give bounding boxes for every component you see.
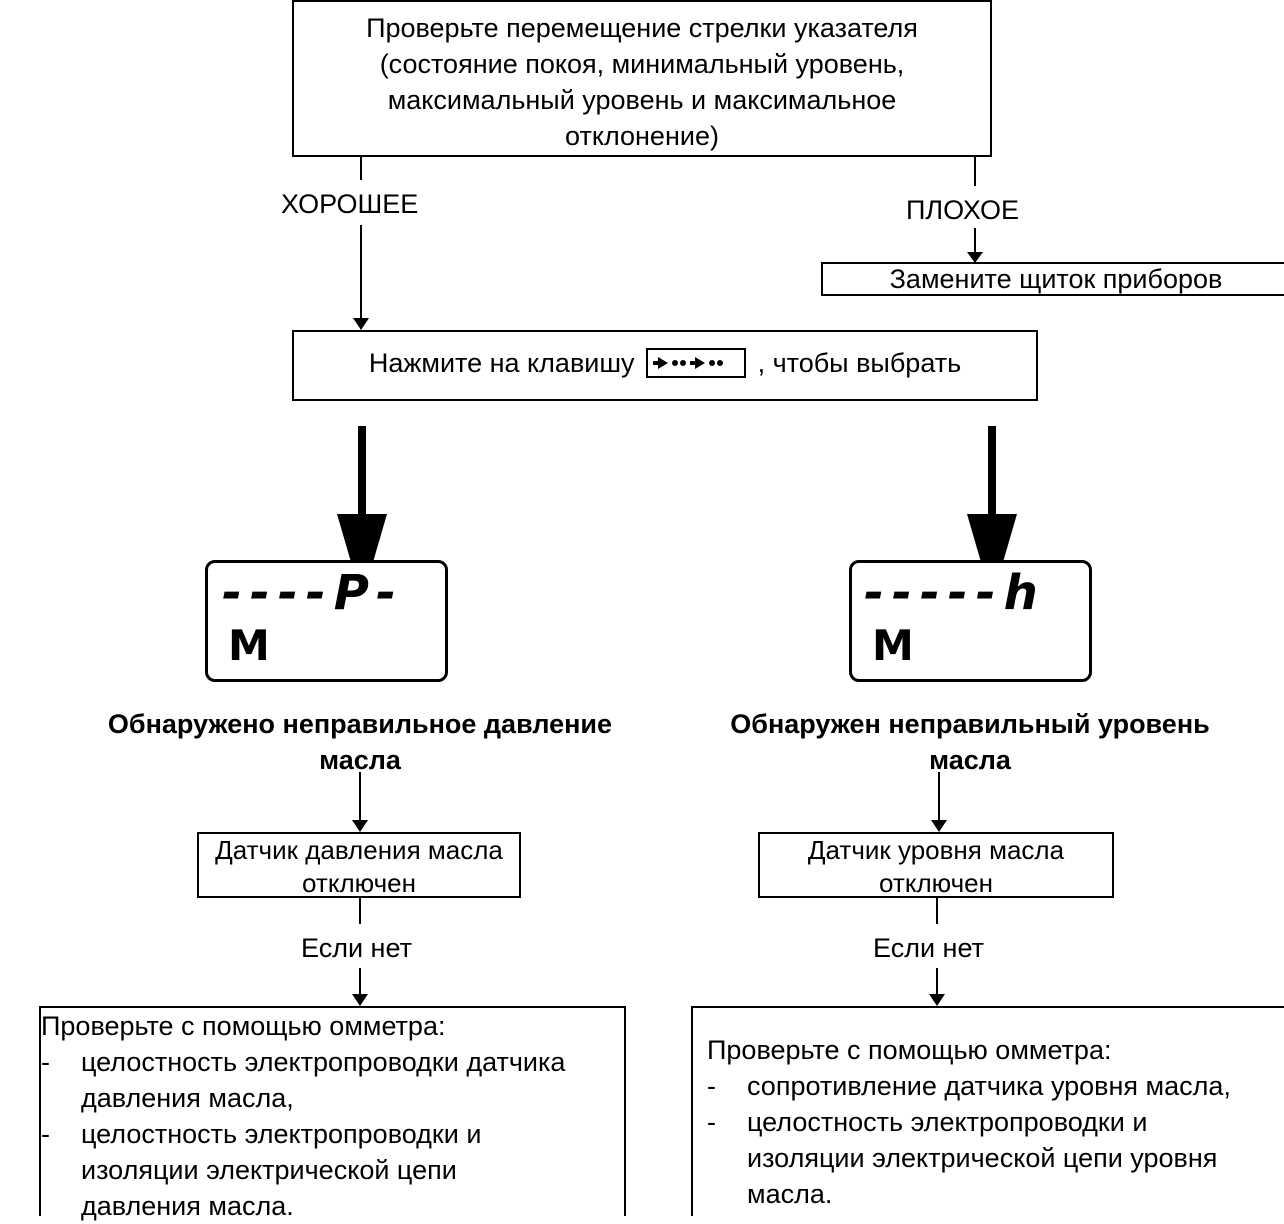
right-fault-heading: Обнаружен неправильный уровень масла xyxy=(670,706,1270,778)
left-check-item: - целостность электропроводки и изоляции… xyxy=(41,1116,624,1224)
right-check-title: Проверьте с помощью омметра: xyxy=(707,1035,1112,1065)
left-sensor-box: Датчик давления масла отключен xyxy=(197,832,521,898)
right-check-item-dash: - xyxy=(707,1071,716,1101)
left-if-not-label: Если нет xyxy=(301,933,412,963)
left-check-item-dash: - xyxy=(41,1119,50,1149)
replace-panel-text: Замените щиток приборов xyxy=(889,264,1223,294)
right-fault-heading-line-2: масла xyxy=(929,745,1011,775)
left-fault-heading-line-2: масла xyxy=(319,745,401,775)
right-check-box: Проверьте с помощью омметра: - сопротивл… xyxy=(691,1006,1284,1216)
left-sensor-line-1: Датчик давления масла xyxy=(215,835,503,865)
right-if-not-label: Если нет xyxy=(873,933,984,963)
left-check-item-dash: - xyxy=(41,1047,50,1077)
check-needle-line-2: (состояние покоя, минимальный уровень, xyxy=(379,49,905,79)
right-check-item-line: изоляции электрической цепи уровня xyxy=(747,1143,1218,1173)
arrow-dot-key-icon xyxy=(646,347,747,378)
right-lcd-top-text: -----h xyxy=(864,565,1046,621)
right-check-item-line: сопротивление датчика уровня масла, xyxy=(747,1071,1231,1101)
right-sensor-line-2: отключен xyxy=(879,868,993,898)
press-key-text-after: , чтобы выбрать xyxy=(757,348,962,378)
left-check-item-line: изоляции электрической цепи xyxy=(81,1155,457,1185)
left-check-item-line: давления масла, xyxy=(81,1083,294,1113)
right-check-item-line: масла. xyxy=(747,1179,833,1209)
left-check-item-line: целостность электропроводки и xyxy=(81,1119,482,1149)
left-check-item: - целостность электропроводки датчика да… xyxy=(41,1044,624,1116)
right-sensor-line-1: Датчик уровня масла xyxy=(807,835,1065,865)
press-key-text: Нажмите на клавишу xyxy=(368,348,635,378)
right-sensor-box: Датчик уровня масла отключен xyxy=(758,832,1114,898)
replace-panel-box: Замените щиток приборов xyxy=(821,262,1284,296)
good-label: ХОРОШЕЕ xyxy=(281,189,419,219)
left-sensor-line-2: отключен xyxy=(302,868,416,898)
left-check-title: Проверьте с помощью омметра: xyxy=(41,1011,446,1041)
left-lcd-display: ----P- M xyxy=(205,560,448,682)
right-fault-heading-line-1: Обнаружен неправильный уровень xyxy=(730,709,1210,739)
right-lcd-mode: M xyxy=(872,621,914,670)
right-check-item-line: целостность электропроводки и xyxy=(747,1107,1148,1137)
bad-label: ПЛОХОЕ xyxy=(906,195,1020,225)
check-needle-line-3: максимальный уровень и максимальное xyxy=(387,85,897,115)
left-fault-heading: Обнаружено неправильное давление масла xyxy=(60,706,660,778)
check-needle-line-1: Проверьте перемещение стрелки указателя xyxy=(366,13,918,43)
check-needle-line-4: отклонение) xyxy=(565,121,719,151)
check-needle-box: Проверьте перемещение стрелки указателя … xyxy=(292,0,992,157)
left-check-item-line: целостность электропроводки датчика xyxy=(81,1047,566,1077)
right-lcd-display: -----h M xyxy=(849,560,1092,682)
left-fault-heading-line-1: Обнаружено неправильное давление xyxy=(107,709,613,739)
left-check-box: Проверьте с помощью омметра: - целостнос… xyxy=(39,1006,626,1221)
left-check-item-line: давления масла. xyxy=(81,1191,294,1221)
right-check-item: - сопротивление датчика уровня масла, xyxy=(693,1068,1284,1104)
left-lcd-mode: M xyxy=(228,621,270,670)
press-key-box: Нажмите на клавишу , чтобы выбрать xyxy=(292,330,1038,401)
right-check-item: - целостность электропроводки и изоляции… xyxy=(693,1104,1284,1212)
right-check-item-dash: - xyxy=(707,1107,716,1137)
left-lcd-top-text: ----P- xyxy=(222,565,404,621)
